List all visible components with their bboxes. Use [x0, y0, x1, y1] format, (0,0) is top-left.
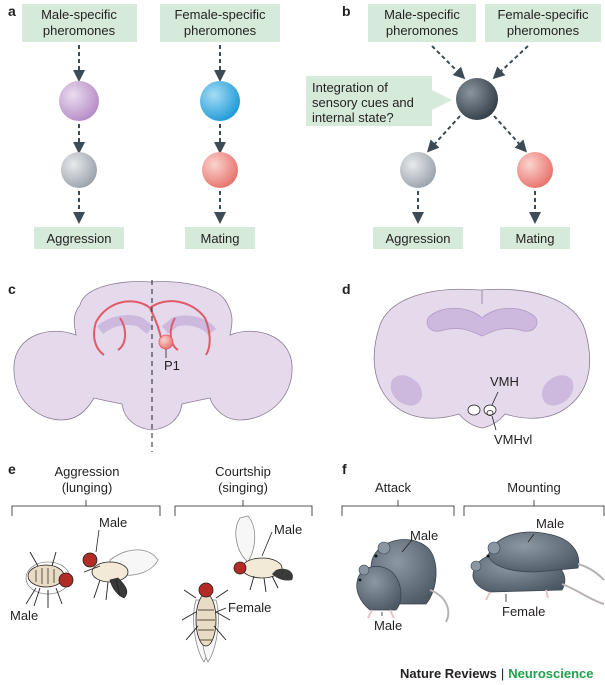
vmhvl-region [486, 410, 494, 416]
lunging-bottom-label: Male [10, 608, 38, 623]
mating-neuron-circle [202, 152, 238, 188]
lunging-title-line1: Aggression [54, 464, 119, 479]
vmh-leader [491, 391, 499, 406]
singing-fly-female [181, 582, 231, 663]
mounting-bottom-label: Female [502, 604, 545, 619]
vmh-left [467, 404, 481, 416]
male-sensory-neuron-circle [59, 81, 99, 121]
p1-neuron-circle [158, 334, 174, 350]
integration-line1: Integration of [312, 80, 388, 95]
singing-title-line1: Courtship [215, 464, 271, 479]
integration-neuron-circle [456, 78, 498, 120]
panel-b-arrow [493, 115, 528, 153]
attack-bottom-label: Male [374, 618, 402, 633]
integration-line2: sensory cues and [312, 95, 414, 110]
panel-f: f Attack Mounting Male Male [341, 461, 605, 633]
panel-a-aggression-label: Aggression [46, 231, 111, 246]
singing-title-line2: (singing) [218, 480, 268, 495]
panel-d: d VMH VMHvl [342, 281, 591, 447]
mouse-brain: VMH VMHvl [373, 288, 591, 447]
panel-a-mating-box: Mating [185, 227, 255, 249]
integration-callout: Integration of sensory cues and internal… [306, 76, 452, 126]
vmhvl-label: VMHvl [494, 432, 532, 447]
panel-a-female-input-line2: pheromones [184, 23, 257, 38]
lunging-top-label: Male [99, 515, 127, 530]
panel-c-label: c [8, 281, 16, 297]
panel-b-female-input-box: Female-specific pheromones [485, 4, 601, 42]
lunging-fly-left [25, 551, 74, 608]
panel-b-label: b [342, 3, 351, 19]
attack-bracket [341, 500, 455, 516]
aggression-neuron-circle [400, 152, 436, 188]
panel-a-mating-label: Mating [200, 231, 239, 246]
panel-c: c P1 [8, 280, 293, 452]
panel-b-female-input-line1: Female-specific [497, 7, 589, 22]
mounting-mouse-male [486, 531, 605, 581]
panel-b-male-input-line1: Male-specific [384, 7, 460, 22]
panel-a: a Male-specific pheromones Female-specif… [8, 3, 280, 249]
fly-brain: P1 [13, 280, 293, 452]
panel-b-male-input-box: Male-specific pheromones [368, 4, 476, 42]
lunging-fly-right [82, 549, 159, 601]
panel-e: e Aggression (lunging) Courtship (singin… [8, 461, 313, 663]
vmh-right [483, 404, 497, 416]
singing-bottom-leader [215, 607, 227, 613]
panel-b-female-input-line2: pheromones [507, 23, 580, 38]
panel-a-aggression-box: Aggression [34, 227, 124, 249]
p1-label: P1 [164, 358, 180, 373]
amygdala-right [541, 375, 574, 406]
attack-mouse-bottom [356, 564, 402, 619]
panel-a-female-input-line1: Female-specific [174, 7, 266, 22]
panel-b-arrow [431, 45, 466, 80]
panel-b-mating-label: Mating [515, 231, 554, 246]
credit-separator: | [500, 666, 505, 681]
amygdala-left [390, 375, 423, 406]
vmh-label: VMH [490, 374, 519, 389]
mounting-bracket [463, 500, 605, 516]
panel-d-label: d [342, 281, 351, 297]
lunging-top-leader [95, 529, 100, 553]
mating-neuron-circle [517, 152, 553, 188]
fly-brain-outline [13, 281, 293, 431]
panel-b-male-input-line2: pheromones [386, 23, 459, 38]
integration-line3: internal state? [312, 110, 394, 125]
panel-a-male-input-line1: Male-specific [41, 7, 117, 22]
panel-b-arrow [492, 45, 529, 80]
singing-bracket [174, 500, 313, 516]
panel-a-male-input-line2: pheromones [43, 23, 116, 38]
corpus-callosum [426, 307, 538, 337]
lunging-bottom-leader [25, 587, 37, 605]
panel-b-arrow [426, 115, 461, 153]
attack-top-label: Male [410, 528, 438, 543]
mounting-top-label: Male [536, 516, 564, 531]
attack-title: Attack [375, 480, 412, 495]
panel-b-aggression-box: Aggression [373, 227, 463, 249]
singing-top-leader [261, 531, 273, 557]
singing-fly-male [233, 515, 293, 593]
attack-top-leader [401, 539, 413, 553]
female-sensory-neuron-circle [200, 81, 240, 121]
vmhvl-leader [491, 415, 497, 431]
lunging-bracket [11, 500, 161, 516]
panel-f-label: f [342, 461, 347, 477]
panel-a-female-input-box: Female-specific pheromones [160, 4, 280, 42]
lunging-title-line2: (lunging) [62, 480, 113, 495]
panel-b-aggression-label: Aggression [385, 231, 450, 246]
mouse-brain-outline [373, 288, 591, 429]
panel-b: b Male-specific pheromones Female-specif… [306, 3, 601, 249]
panel-b-mating-box: Mating [500, 227, 570, 249]
singing-top-label: Male [274, 522, 302, 537]
panel-e-label: e [8, 461, 16, 477]
panel-a-male-input-box: Male-specific pheromones [22, 4, 137, 42]
panel-a-label: a [8, 3, 16, 19]
aggression-neuron-circle [61, 152, 97, 188]
journal-credit: Nature Reviews|Neuroscience [400, 666, 593, 681]
mounting-title: Mounting [507, 480, 560, 495]
mounting-top-leader [527, 533, 535, 543]
journal-field: Neuroscience [508, 666, 594, 681]
journal-name: Nature Reviews [400, 666, 497, 681]
singing-bottom-label: Female [228, 600, 271, 615]
